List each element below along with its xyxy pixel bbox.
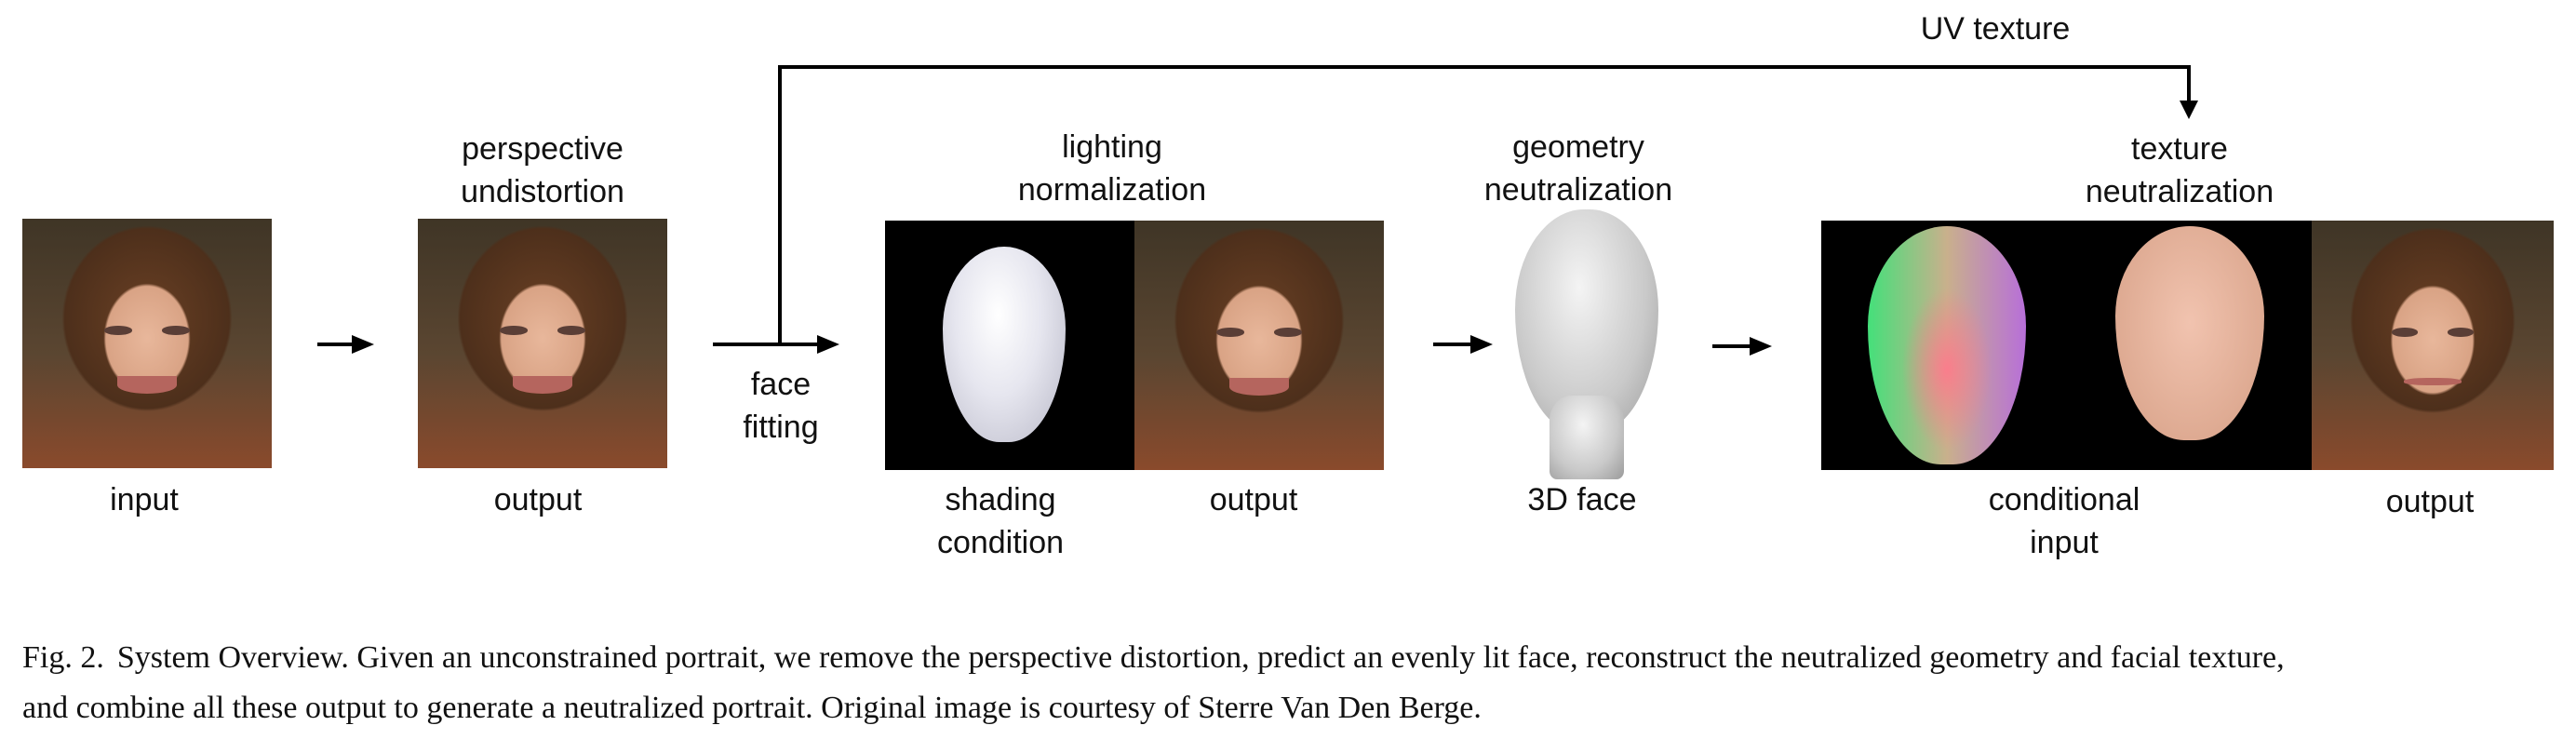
eye-right: [2447, 328, 2475, 337]
face-fitting-label: face fitting: [711, 363, 851, 449]
arrow-to-lighting: [713, 335, 839, 354]
eye-left: [104, 326, 132, 335]
mouth: [116, 375, 178, 394]
final-output-label: output: [2385, 484, 2475, 519]
arrow-to-texture: [1712, 337, 1772, 356]
label-line: geometry: [1512, 129, 1644, 165]
3d-face-label: 3D face: [1527, 482, 1637, 517]
label-line: perspective: [462, 131, 624, 167]
label-line: neutralization: [1483, 172, 1673, 208]
figure-number: Fig. 2.: [22, 640, 104, 675]
perspective-undistortion-label: perspective undistortion: [403, 128, 682, 213]
eye-left: [2391, 328, 2419, 337]
mouth: [2403, 377, 2462, 385]
label-line: conditional: [1988, 482, 2140, 517]
conditional-input-image: [1821, 221, 2312, 470]
caption-text-2: and combine all these output to generate…: [22, 691, 1482, 725]
arrow-to-geometry: [1433, 335, 1493, 354]
shading-condition-image: [885, 221, 1134, 470]
lighting-normalization-label: lighting normalization: [973, 126, 1252, 211]
mouth: [512, 375, 573, 394]
label-line: input: [2030, 525, 2099, 560]
uv-texture-label: UV texture: [1920, 11, 2071, 47]
caption-line-2: and combine all these output to generate…: [22, 683, 2563, 733]
input-portrait-image: [22, 219, 272, 468]
input-label: input: [110, 482, 179, 517]
eye-right: [557, 326, 585, 335]
lit-portrait-image: [1134, 221, 1384, 470]
label-line: normalization: [1017, 172, 1207, 208]
eye-right: [162, 326, 190, 335]
label-line: neutralization: [2085, 174, 2274, 209]
uv-texture-connector: [778, 65, 2198, 344]
eye-left: [500, 326, 528, 335]
neutralized-portrait-image: [2312, 221, 2554, 470]
label-line: condition: [936, 525, 1065, 560]
label-line: texture: [2131, 131, 2228, 167]
3d-face-image: [1508, 209, 1666, 479]
neck-mesh: [1550, 396, 1624, 479]
label-line: fitting: [743, 410, 819, 445]
shaded-face-mask: [943, 247, 1066, 442]
eye-left: [1216, 328, 1244, 337]
label-line: shading: [945, 482, 1056, 517]
figure-caption: Fig. 2. System Overview. Given an unconst…: [22, 633, 2563, 733]
mouth: [1228, 377, 1290, 396]
caption-text-1: System Overview. Given an unconstrained …: [116, 640, 2285, 675]
label-line: lighting: [1062, 129, 1162, 165]
neutral-texture-face: [2115, 226, 2264, 440]
eye-right: [1274, 328, 1302, 337]
caption-line-1: Fig. 2. System Overview. Given an unconst…: [22, 633, 2563, 683]
arrow-input-to-undistortion: [317, 335, 374, 354]
undistortion-output-label: output: [493, 482, 583, 517]
label-line: undistortion: [461, 174, 624, 209]
shading-condition-label: shading condition: [907, 478, 1093, 564]
normal-map-face: [1868, 226, 2026, 464]
lighting-output-label: output: [1209, 482, 1298, 517]
label-line: face: [750, 367, 812, 402]
conditional-input-label: conditional input: [1971, 478, 2157, 564]
undistorted-portrait-image: [418, 219, 667, 468]
texture-neutralization-label: texture neutralization: [2040, 128, 2319, 213]
geometry-neutralization-label: geometry neutralization: [1439, 126, 1718, 211]
